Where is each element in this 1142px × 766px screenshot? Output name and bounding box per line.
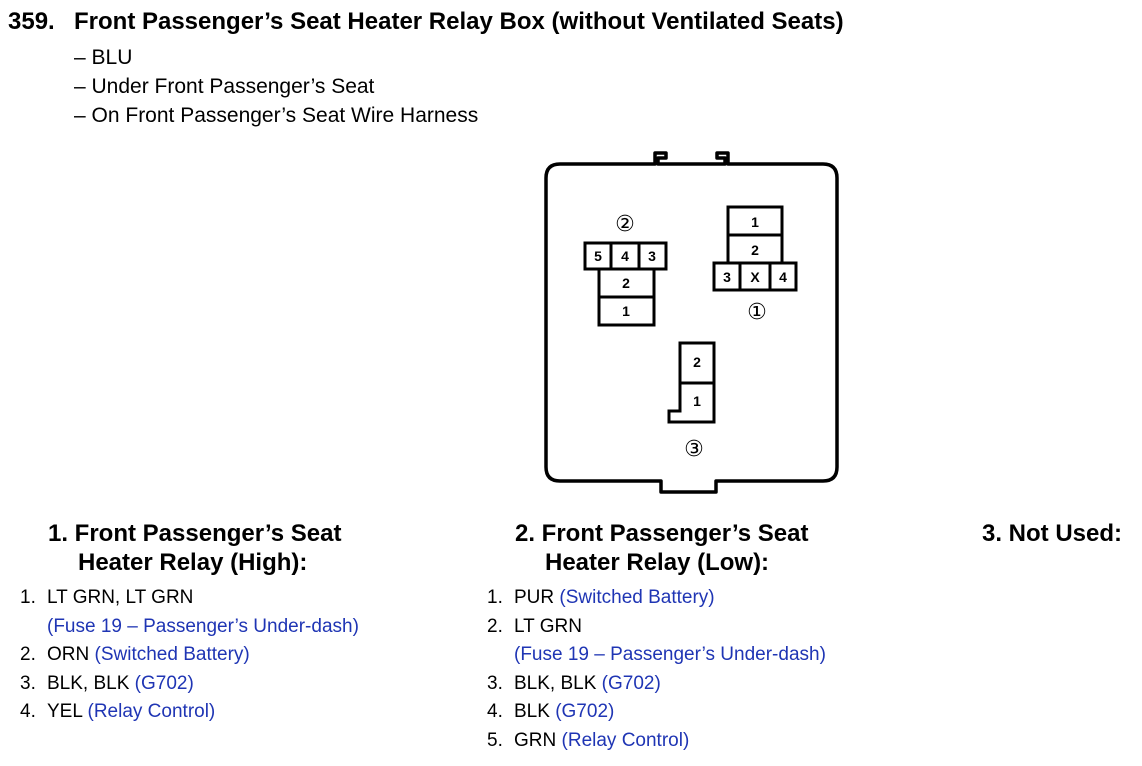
relay-high-heading: 1. Front Passenger’s Seat Heater Relay (…: [48, 520, 342, 576]
list-item: 2. LT GRN (Fuse 19 – Passenger’s Under-d…: [487, 615, 826, 666]
connector-3: [667, 341, 716, 424]
list-item: 4. YEL (Relay Control): [20, 701, 216, 722]
connector-3-cell: 2: [693, 354, 701, 370]
connector-1: [712, 205, 798, 292]
list-item: 1. PUR (Switched Battery): [487, 587, 715, 608]
connector-1-cell: 1: [751, 214, 759, 230]
list-item: 4. BLK (G702): [487, 701, 615, 722]
connector-3-cell: 1: [693, 393, 701, 409]
connector-2-label: ②: [615, 212, 635, 237]
location-position: – Under Front Passenger’s Seat: [74, 75, 375, 98]
connector-1-label: ①: [747, 300, 767, 325]
relay-box-diagram: 1 2 3 X 4 ① 5 4 3 2 1 ② 2 1 ③: [544, 151, 839, 494]
relay-high-pin-list: 1. LT GRN, LT GRN (Fuse 19 – Passenger’s…: [20, 584, 359, 727]
connector-1-cell: X: [750, 269, 760, 285]
list-item: 1. LT GRN, LT GRN (Fuse 19 – Passenger’s…: [20, 587, 359, 637]
connector-2-cell: 4: [621, 248, 629, 264]
location-list: – BLU – Under Front Passenger’s Seat – O…: [74, 43, 478, 130]
list-item: 5. GRN (Relay Control): [487, 729, 690, 751]
connector-2-cell: 5: [594, 248, 602, 264]
location-harness: – On Front Passenger’s Seat Wire Harness: [74, 104, 479, 127]
not-used-heading: 3. Not Used:: [982, 520, 1123, 547]
connector-2-cell: 2: [622, 275, 630, 291]
page-title: 359. Front Passenger’s Seat Heater Relay …: [8, 8, 844, 36]
list-item: 3. BLK, BLK (G702): [20, 672, 194, 694]
location-color: – BLU: [74, 46, 133, 69]
list-item: 2. ORN (Switched Battery): [20, 644, 250, 665]
connector-2-cell: 1: [622, 303, 630, 319]
connector-2-cell: 3: [648, 248, 656, 264]
connector-3-label: ③: [684, 437, 704, 462]
connector-1-cell: 3: [723, 269, 731, 285]
list-item: 3. BLK, BLK (G702): [487, 672, 661, 694]
relay-box-outline: [544, 151, 839, 494]
connector-2: [583, 241, 668, 327]
relay-low-pin-list: 1. PUR (Switched Battery) 2. LT GRN (Fus…: [487, 584, 826, 755]
component-title: Front Passenger’s Seat Heater Relay Box …: [74, 8, 844, 35]
connector-1-cell: 4: [779, 269, 787, 285]
connector-1-cell: 2: [751, 242, 759, 258]
component-number: 359.: [8, 8, 55, 35]
relay-low-heading: 2. Front Passenger’s Seat Heater Relay (…: [515, 520, 809, 576]
